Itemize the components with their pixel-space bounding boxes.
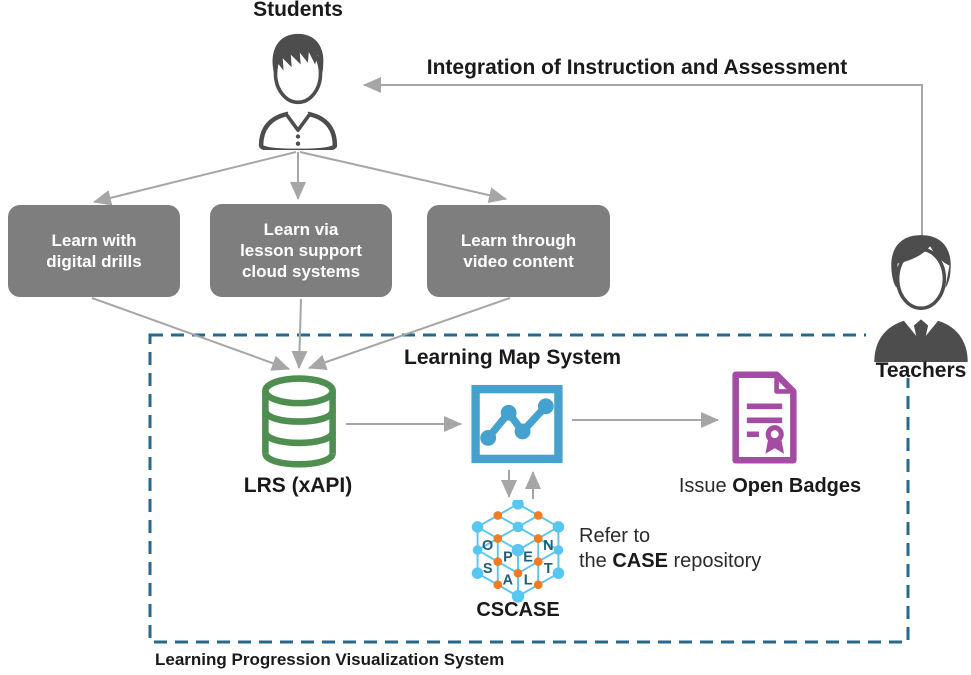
box-line: digital drills — [46, 252, 142, 271]
issue-text: Issue — [678, 475, 733, 497]
arrow-students-to-drills — [93, 151, 297, 206]
box-line: Learn via — [263, 220, 339, 239]
refer-line1: Refer to — [579, 525, 651, 547]
box-learn-digital-drills: Learn with digital drills — [8, 205, 180, 297]
integration-arrow-label: Integration of Instruction and Assessmen… — [426, 56, 848, 79]
system-boundary-dashed-box — [148, 333, 910, 644]
cube-letter-o: O — [482, 538, 493, 554]
cube-letter-t: T — [544, 561, 553, 577]
issue-open-badges-label: Issue Open Badges — [679, 475, 861, 498]
arrow-video-to-lrs — [308, 297, 511, 370]
refer-line2-pre: the — [579, 550, 613, 572]
learning-map-system-label: Learning Map System — [404, 346, 622, 369]
box-line: cloud systems — [241, 262, 361, 281]
arrow-cloud-to-lrs — [291, 298, 308, 369]
lrs-database-icon — [262, 375, 336, 468]
cube-letter-l: L — [524, 573, 533, 589]
students-label: Students — [253, 0, 343, 21]
box-line: Learn with — [51, 231, 137, 250]
box-line: video content — [463, 252, 574, 271]
refer-case-bold: CASE — [612, 550, 668, 572]
open-badges-text: Open Badges — [732, 475, 862, 497]
box-learn-video-content: Learn through video content — [427, 205, 610, 297]
learning-progression-system-label: Learning Progression Visualization Syste… — [155, 650, 505, 669]
arrow-drills-to-lrs — [91, 297, 290, 371]
learning-map-chart-icon — [471, 384, 563, 464]
box-learn-cloud-systems: Learn via lesson support cloud systems — [210, 204, 392, 297]
refer-line2-post: repository — [667, 550, 762, 572]
open-badge-certificate-icon — [732, 371, 797, 464]
arrow-teachers-to-students — [363, 77, 923, 240]
cscase-opensalt-cube-icon: O P E N S A L T — [471, 500, 565, 603]
cube-letter-s: S — [483, 561, 493, 577]
arrow-students-to-video — [299, 151, 507, 204]
cube-letter-p: P — [503, 550, 513, 566]
teachers-label: Teachers — [875, 359, 967, 382]
cube-letter-e: E — [523, 550, 533, 566]
cube-letter-a: A — [503, 573, 514, 589]
box-line: lesson support — [240, 241, 362, 260]
refer-to-case-label: Refer to the CASE repository — [579, 524, 761, 574]
cube-letter-n: N — [543, 538, 553, 554]
cscase-label: CSCASE — [476, 599, 560, 621]
teacher-person-icon — [874, 235, 968, 362]
student-person-icon — [258, 33, 338, 150]
lrs-xapi-label: LRS (xAPI) — [243, 474, 353, 497]
box-line: Learn through — [460, 231, 577, 250]
